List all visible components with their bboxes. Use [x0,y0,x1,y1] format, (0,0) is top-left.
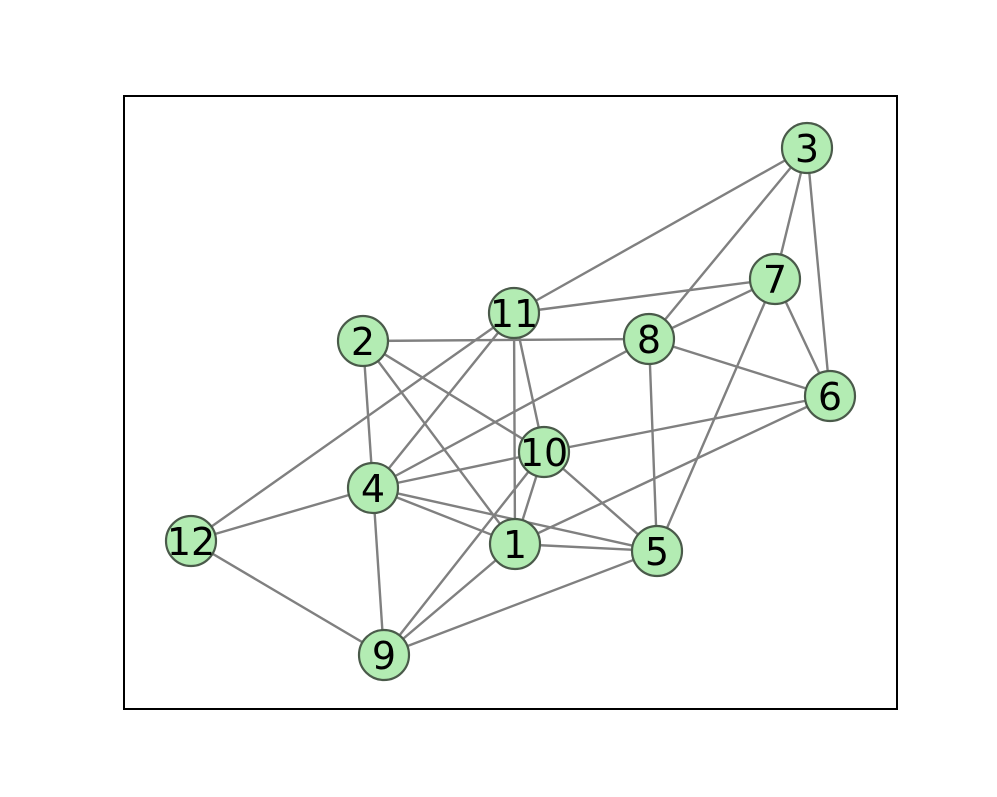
node-10: 10 [517,425,571,479]
edges-layer [189,146,832,657]
node-label-11: 11 [490,292,538,336]
edge-2-1 [361,339,517,546]
node-label-8: 8 [637,318,661,362]
node-label-4: 4 [361,467,385,511]
edge-11-4 [371,311,516,490]
node-3: 3 [780,121,834,175]
node-label-6: 6 [818,375,842,419]
node-11: 11 [487,286,541,340]
edge-6-10 [542,394,832,454]
node-label-1: 1 [503,523,527,567]
node-circle-2 [336,314,390,368]
node-7: 7 [748,252,802,306]
node-circle-11 [487,286,541,340]
edge-7-5 [655,277,777,553]
node-circle-1 [488,517,542,571]
node-label-9: 9 [372,634,396,678]
edge-10-4 [371,450,546,490]
node-circle-6 [803,369,857,423]
plot-frame [123,95,898,710]
node-label-7: 7 [763,258,787,302]
node-circle-9 [357,628,411,682]
node-5: 5 [630,524,684,578]
edge-10-9 [382,450,546,657]
edge-8-4 [371,337,651,490]
node-circle-4 [346,461,400,515]
node-4: 4 [346,461,400,515]
node-circle-12 [164,514,218,568]
node-circle-3 [780,121,834,175]
node-label-2: 2 [351,320,375,364]
node-circle-7 [748,252,802,306]
edge-3-8 [647,146,809,341]
edge-5-9 [382,549,659,657]
node-circle-10 [517,425,571,479]
edge-4-12 [189,486,375,543]
node-circle-8 [622,312,676,366]
edge-11-12 [189,311,516,543]
edge-8-5 [647,337,659,553]
edge-7-11 [512,277,777,315]
node-1: 1 [488,517,542,571]
edge-12-9 [189,539,386,657]
edge-8-6 [647,337,832,398]
edge-2-8 [361,337,651,343]
node-6: 6 [803,369,857,423]
edge-1-9 [382,542,517,657]
edge-11-1 [512,311,517,546]
edge-2-10 [361,339,546,454]
node-label-10: 10 [520,431,568,475]
node-9: 9 [357,628,411,682]
node-label-3: 3 [795,127,819,171]
node-2: 2 [336,314,390,368]
node-label-5: 5 [645,530,669,574]
edge-4-9 [371,486,386,657]
edge-6-1 [513,394,832,546]
node-circle-5 [630,524,684,578]
node-12: 12 [164,514,218,568]
node-8: 8 [622,312,676,366]
node-label-12: 12 [167,520,215,564]
edge-3-6 [805,146,832,398]
edge-3-11 [512,146,809,315]
